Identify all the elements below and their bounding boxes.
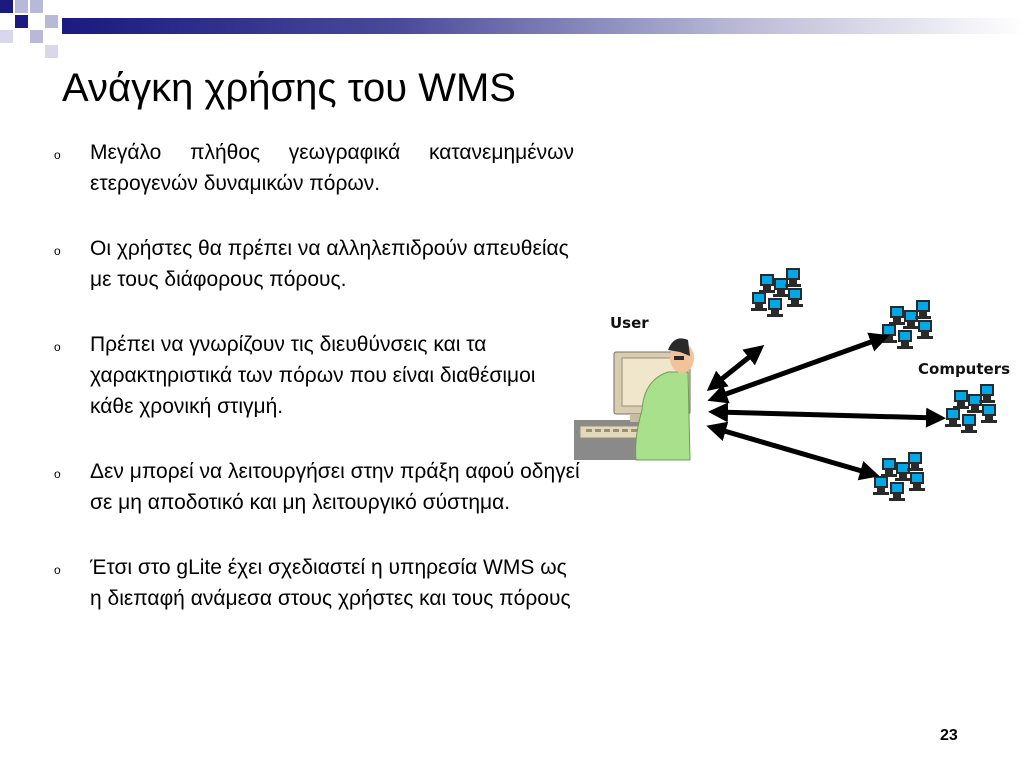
bullet-marker: o bbox=[54, 467, 61, 481]
bullet-text: Έτσι στο gLite έχει σχεδιαστεί η υπηρεσί… bbox=[90, 556, 571, 610]
bullet-marker: o bbox=[54, 148, 61, 162]
corner-decoration bbox=[0, 0, 100, 60]
bullet-marker: o bbox=[54, 563, 61, 577]
bullet-item: o Μεγάλο πλήθος γεωγραφικά κατανεμημένων… bbox=[50, 137, 580, 199]
computer-cluster-icon bbox=[873, 452, 925, 501]
bullet-text: Μεγάλο πλήθος γεωγραφικά κατανεμημένων ε… bbox=[90, 141, 574, 195]
computers-label: Computers bbox=[918, 360, 1010, 378]
page-number: 23 bbox=[940, 727, 958, 744]
user-workstation-icon bbox=[574, 338, 694, 461]
bullet-list: o Μεγάλο πλήθος γεωγραφικά κατανεμημένων… bbox=[50, 137, 580, 648]
computer-cluster-icon bbox=[751, 268, 803, 317]
computer-cluster-icon bbox=[881, 300, 933, 349]
bullet-marker: o bbox=[54, 340, 61, 354]
header-bar bbox=[62, 18, 1024, 34]
arrow bbox=[706, 345, 765, 391]
arrow bbox=[707, 332, 890, 404]
arrow bbox=[708, 402, 946, 428]
bullet-text: Πρέπει να γνωρίζουν τις διευθύνσεις και … bbox=[90, 333, 536, 418]
bullet-item: o Πρέπει να γνωρίζουν τις διευθύνσεις κα… bbox=[50, 329, 580, 422]
arrow bbox=[706, 421, 880, 481]
bullet-item: o Έτσι στο gLite έχει σχεδιαστεί η υπηρε… bbox=[50, 552, 580, 614]
bullet-marker: o bbox=[54, 244, 61, 258]
bullet-item: o Οι χρήστες θα πρέπει να αλληλεπιδρούν … bbox=[50, 233, 580, 295]
user-label: User bbox=[610, 314, 649, 332]
slide-title: Ανάγκη χρήσης του WMS bbox=[62, 66, 516, 110]
bullet-item: o Δεν μπορεί να λειτουργήσει στην πράξη … bbox=[50, 456, 580, 518]
bullet-text: Δεν μπορεί να λειτουργήσει στην πράξη αφ… bbox=[90, 460, 580, 514]
user-computers-diagram: User Computers bbox=[574, 260, 1010, 530]
bullet-text: Οι χρήστες θα πρέπει να αλληλεπιδρούν απ… bbox=[90, 237, 569, 291]
computer-cluster-icon bbox=[945, 384, 997, 433]
